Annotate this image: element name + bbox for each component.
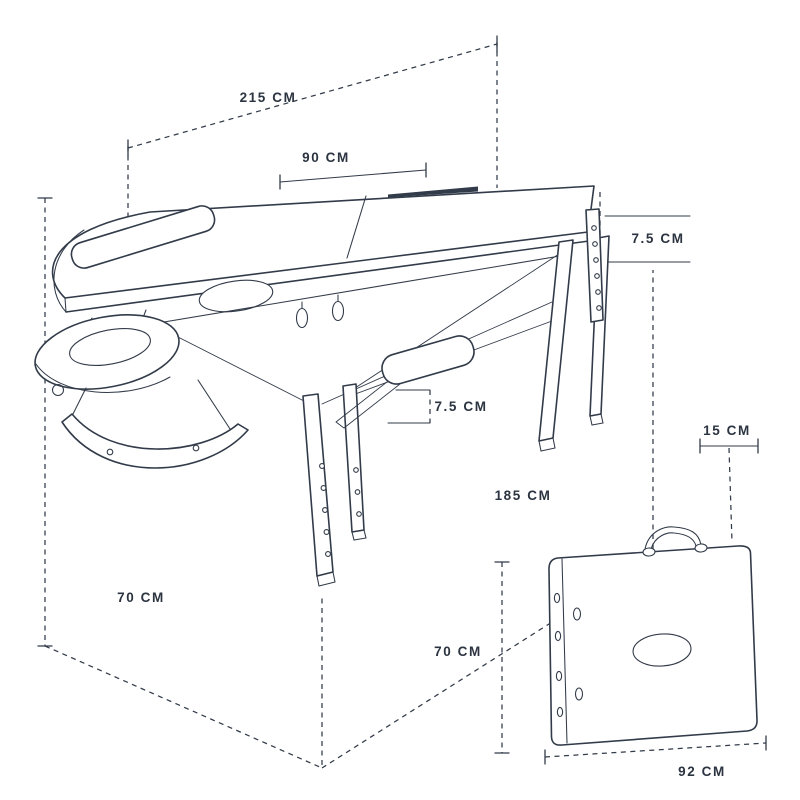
dim-label-top-width: 90 CM: [302, 150, 350, 165]
arm-sling: [61, 379, 249, 469]
far-armrest-cushion: [70, 205, 216, 269]
folded-case-view: [494, 438, 767, 765]
dim-label-bed-length: 185 CM: [495, 488, 552, 503]
dim-label-cushion-thickness: 7.5 CM: [434, 399, 487, 414]
case-oval-cutout: [632, 633, 692, 667]
case-handle: [642, 526, 708, 557]
dim-label-base-width: 70 CM: [117, 590, 165, 605]
near-armrest: [335, 335, 475, 429]
case-hinges: [553, 592, 564, 718]
face-cradle-opening: [69, 328, 151, 366]
case-clasps: [572, 607, 584, 701]
cradle-knob: [51, 383, 65, 397]
face-cradle: [34, 309, 180, 397]
dim-label-folded-height: 70 CM: [434, 644, 482, 659]
dimension-labels: 215 CM 90 CM 7.5 CM 7.5 CM 185 CM 70 CM …: [117, 90, 751, 779]
dim-label-folded-width: 92 CM: [678, 764, 726, 779]
dim-label-folded-depth: 15 CM: [703, 423, 751, 438]
foot-legs: [538, 208, 610, 452]
frame-rail: [139, 255, 561, 329]
dim-label-total-length: 215 CM: [240, 90, 297, 105]
assembled-table: [34, 185, 610, 587]
near-armrest-cushion: [381, 335, 475, 385]
dim-label-frame-thickness: 7.5 CM: [631, 231, 684, 246]
face-hole: [198, 279, 274, 313]
fold-line: [346, 195, 367, 259]
fold-gap: [388, 186, 478, 198]
middle-legs: [302, 383, 367, 587]
folded-dimension-lines: [494, 438, 767, 765]
